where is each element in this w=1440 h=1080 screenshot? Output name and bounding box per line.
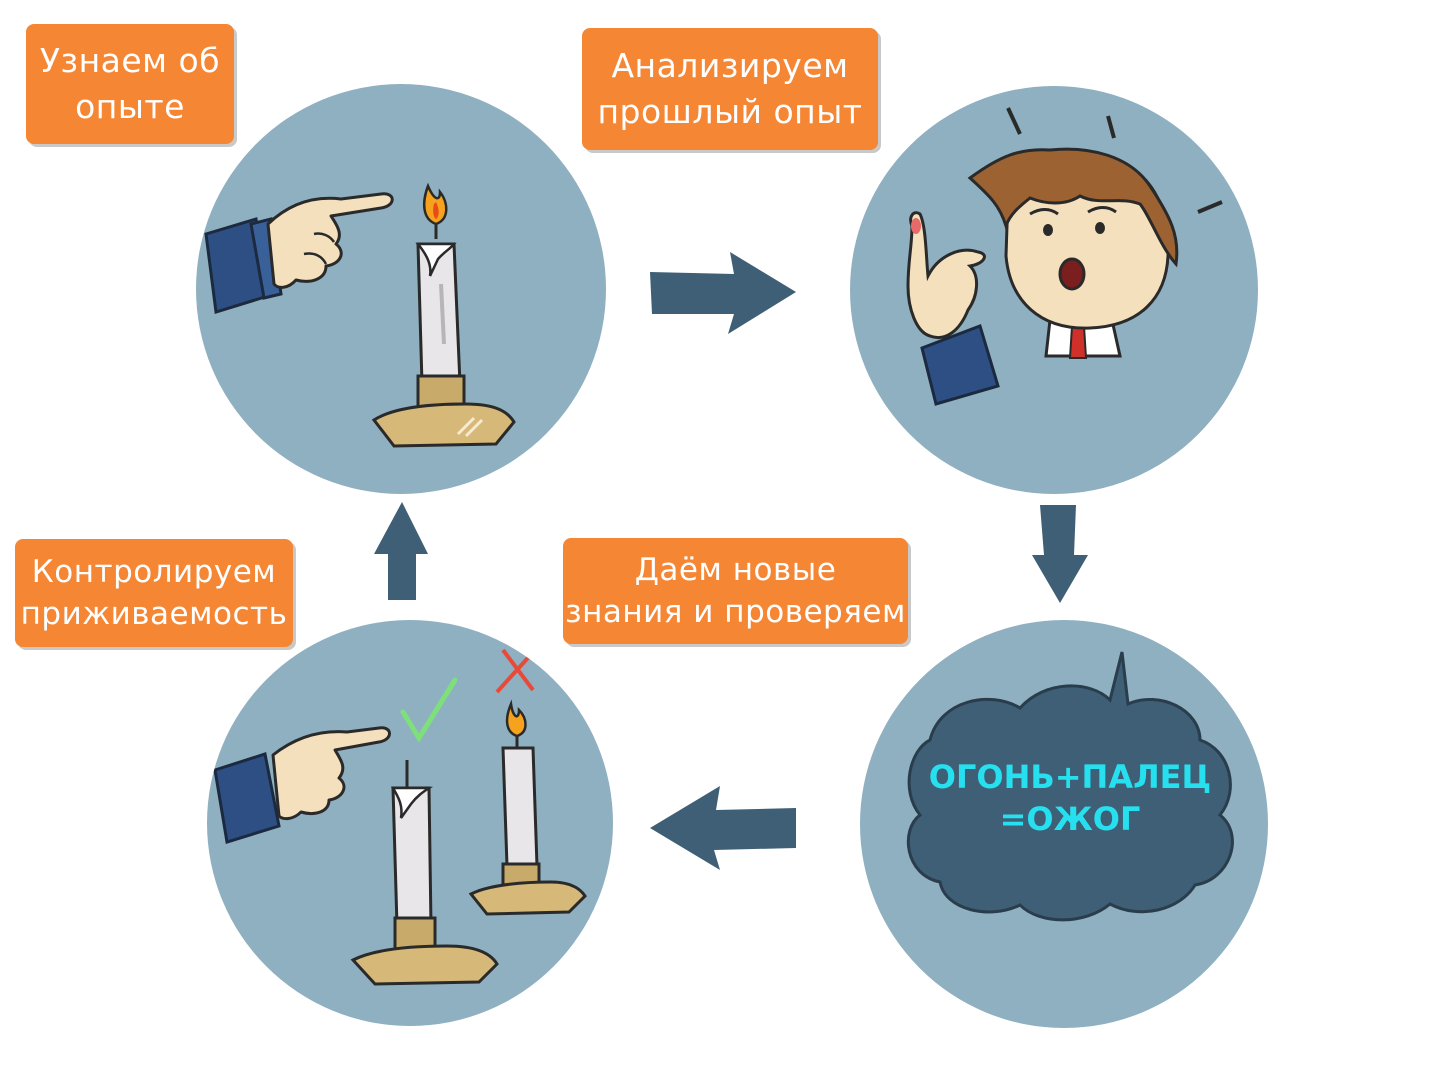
thought-cloud-icon xyxy=(906,651,1234,922)
step-circle-thought: ОГОНЬ+ПАЛЕЦ =ОЖОГ xyxy=(860,620,1268,1028)
arrow-left-icon xyxy=(650,786,796,870)
step-circle-analyze xyxy=(850,86,1258,494)
arrow-down-icon xyxy=(1032,505,1088,603)
arrow-right-icon xyxy=(650,252,796,334)
check-icon xyxy=(400,677,458,743)
step-label-control: Контролируем приживаемость xyxy=(15,539,293,647)
pointing-hand-icon xyxy=(204,192,394,314)
pointing-hand-icon xyxy=(213,726,391,844)
cross-icon xyxy=(495,648,537,694)
step-label-analyze: Анализируем прошлый опыт xyxy=(582,28,878,150)
step-circle-learn xyxy=(196,84,606,494)
candle-icon xyxy=(468,699,587,916)
arrow-up-icon xyxy=(374,502,428,600)
candle-icon xyxy=(350,760,499,986)
candle-icon xyxy=(371,182,516,448)
step-label-teach: Даём новые знания и проверяем xyxy=(563,538,908,644)
step-label-learn: Узнаем об опыте xyxy=(26,24,234,144)
step-circle-control xyxy=(207,620,613,1026)
surprised-man-icon xyxy=(906,107,1223,406)
thought-text: ОГОНЬ+ПАЛЕЦ =ОЖОГ xyxy=(928,758,1212,838)
